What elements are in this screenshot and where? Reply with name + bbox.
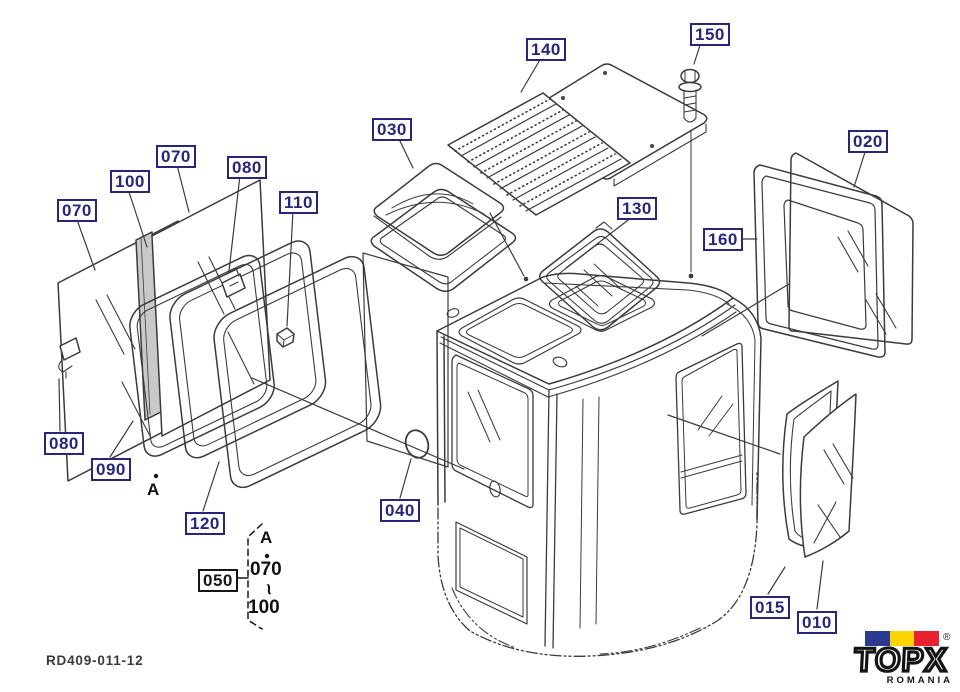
registered-trademark-symbol: ® [943, 632, 951, 643]
part-label-100-strip[interactable]: 100 [110, 170, 150, 193]
part-label-150-bolt[interactable]: 150 [690, 23, 730, 46]
side-window-seal-frame-160 [754, 165, 885, 357]
part-label-080-upper-latch[interactable]: 080 [227, 156, 267, 179]
window-latch-upper-080 [222, 268, 245, 297]
bracket-marker-a: A [260, 528, 273, 547]
roof-vent-lid-030 [374, 164, 504, 260]
flag-red-band [914, 631, 940, 646]
cover-plug-040 [402, 427, 432, 460]
view-marker-a: A [147, 480, 160, 499]
drawing-number: RD409-011-12 [46, 653, 144, 668]
part-label-070-inner-glass[interactable]: 070 [156, 145, 196, 168]
part-label-020-side-glass[interactable]: 020 [848, 130, 888, 153]
brand-wordmark: TOPX [852, 639, 950, 679]
rear-window-glass-010 [800, 394, 856, 557]
part-label-160-side-seal[interactable]: 160 [703, 228, 743, 251]
part-label-050-assembly[interactable]: 050 [198, 569, 238, 592]
part-label-090-seal[interactable]: 090 [91, 458, 131, 481]
flag-blue-band [865, 631, 890, 646]
bracket-range-from: 070 [250, 559, 282, 580]
part-label-040-plug[interactable]: 040 [380, 499, 420, 522]
roof-vent-grille-140 [448, 93, 630, 215]
part-label-120-frame[interactable]: 120 [185, 512, 225, 535]
cab-body [437, 273, 761, 656]
glass-seal-frame-090 [128, 250, 276, 462]
romanian-flag [865, 631, 940, 646]
part-label-010-rear-glass[interactable]: 010 [797, 611, 837, 634]
brand-country: ROMANIA [886, 675, 953, 686]
roof-vent-seal-030 [371, 190, 515, 292]
part-label-080-lower-latch[interactable]: 080 [44, 432, 84, 455]
side-window-glass-020 [789, 153, 913, 344]
part-label-110-frame[interactable]: 110 [279, 191, 318, 214]
part-label-030-roof-vent[interactable]: 030 [372, 118, 412, 141]
mount-bolt-150 [679, 70, 701, 279]
window-latch-lower-080 [59, 338, 80, 378]
flag-yellow-band [889, 631, 915, 646]
part-label-015-rear-seal[interactable]: 015 [750, 596, 790, 619]
part-label-140-roof-panel[interactable]: 140 [526, 38, 566, 61]
frame-grommet-110 [277, 328, 294, 347]
range-bracket-050 [236, 524, 270, 629]
part-label-070-outer-glass[interactable]: 070 [57, 199, 97, 222]
part-label-130-hatch[interactable]: 130 [617, 197, 657, 220]
front-glass-panel-inner-070 [152, 180, 270, 436]
windshield-install-plane [363, 253, 448, 467]
bracket-range-to: 100 [248, 597, 280, 618]
